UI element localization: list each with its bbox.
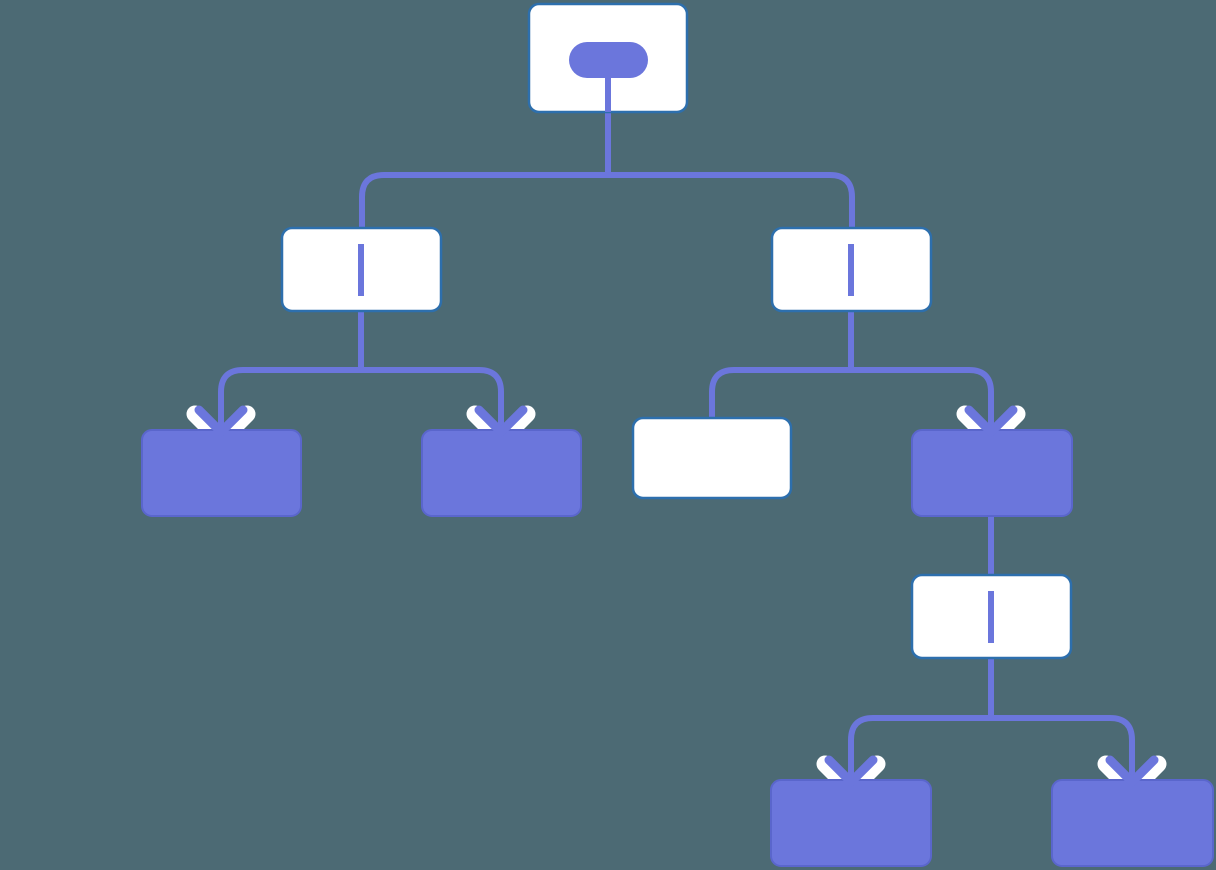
level5-leaf-left[interactable] — [770, 779, 932, 867]
arrowhead-level5-leaf-right — [1105, 755, 1159, 787]
level3-white-leaf[interactable] — [631, 416, 793, 500]
arrow-head-layer — [194, 405, 1159, 787]
node-label-pill-root-node — [569, 42, 648, 78]
connector-level2-left-to-leaf-one[interactable] — [218, 367, 364, 435]
connector-root-to-level2-right[interactable] — [605, 172, 855, 243]
arrowhead-level3-leaf-two — [474, 405, 528, 437]
arrowhead-level5-leaf-left — [824, 755, 878, 787]
connector-level4-to-leaf-right[interactable] — [988, 715, 1135, 785]
level3-leaf-two[interactable] — [421, 429, 582, 517]
level5-leaf-right[interactable] — [1051, 779, 1214, 867]
connector-level4-to-leaf-left[interactable] — [848, 715, 994, 785]
level3-purple-branch[interactable] — [911, 429, 1073, 517]
nodes-layer — [141, 2, 1214, 867]
connector-level2-left-to-leaf-two[interactable] — [358, 367, 504, 435]
connector-level2-right-to-white-leaf[interactable] — [709, 367, 854, 423]
arrowhead-level3-purple-branch — [964, 405, 1018, 437]
node-pills-layer — [569, 42, 648, 78]
connector-level2-right-to-purple-branch[interactable] — [848, 367, 994, 435]
arrowhead-level3-leaf-one — [194, 405, 248, 437]
level3-leaf-one[interactable] — [141, 429, 302, 517]
connector-root-to-level2-left[interactable] — [359, 172, 611, 243]
